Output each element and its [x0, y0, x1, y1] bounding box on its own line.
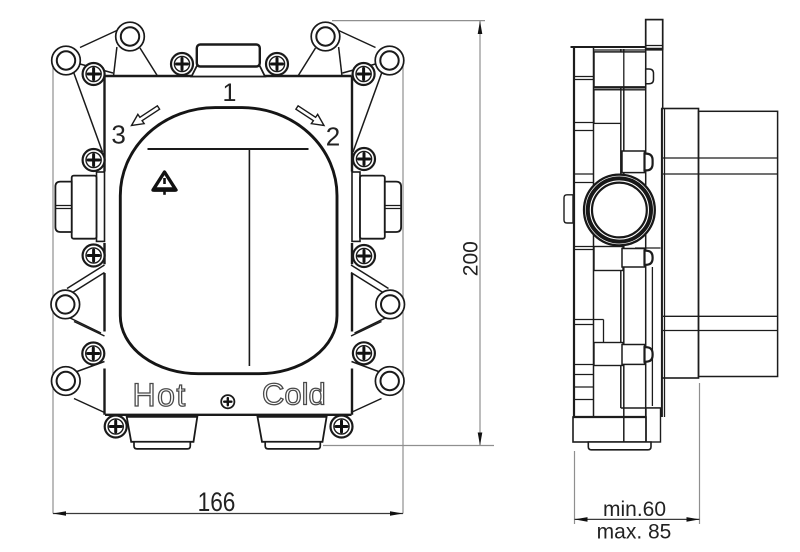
svg-text:3: 3	[111, 120, 125, 150]
svg-text:Hot: Hot	[133, 377, 187, 413]
svg-text:Cold: Cold	[262, 377, 326, 412]
svg-text:166: 166	[198, 487, 236, 517]
svg-text:max. 85: max. 85	[597, 521, 672, 544]
svg-text:200: 200	[460, 241, 483, 276]
svg-text:1: 1	[223, 79, 237, 107]
svg-text:2: 2	[326, 122, 340, 152]
svg-text:min.60: min.60	[603, 498, 666, 521]
